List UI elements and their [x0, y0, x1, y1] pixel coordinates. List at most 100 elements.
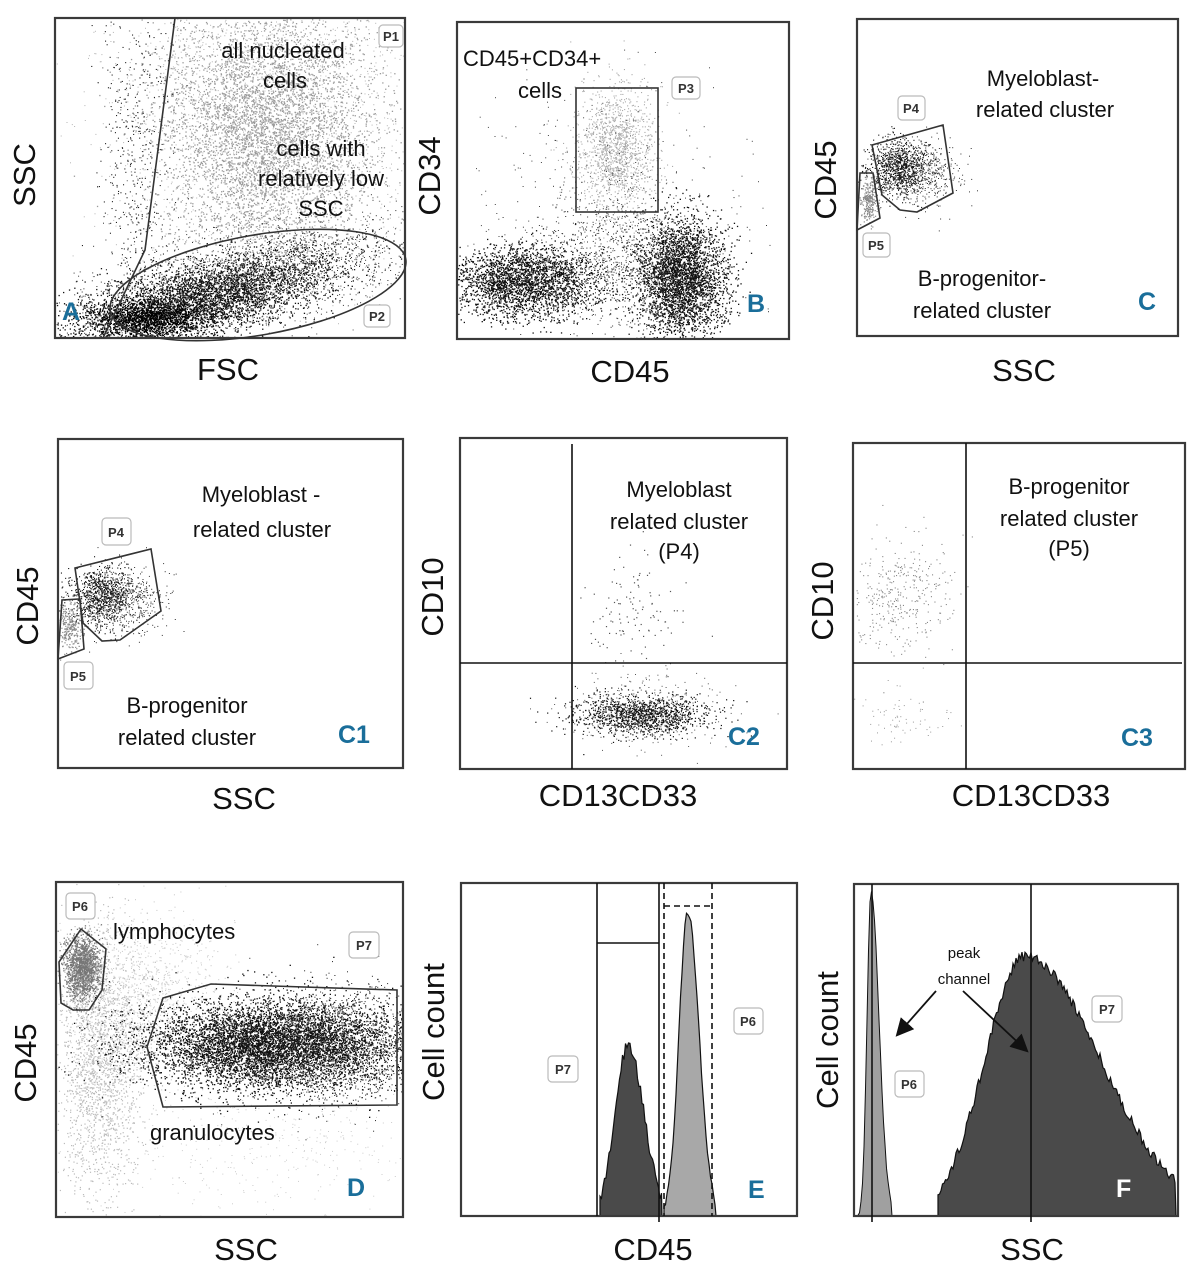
panel-label-f: F — [1116, 1175, 1131, 1203]
histogram-p7-granulocytes — [937, 951, 1177, 1217]
annotation-related-cluster: related cluster — [1000, 506, 1138, 531]
gate-tag-p7: P7 — [1091, 995, 1123, 1023]
panel-a-y-axis-label: SSC — [7, 143, 42, 207]
panel-c1-scatter-cloud — [59, 537, 185, 673]
gate-p5-polygon — [856, 172, 881, 232]
panel-c3-scatter-cloud — [854, 504, 973, 746]
panel-d-y-axis-label: CD45 — [8, 1023, 43, 1102]
panel-f: peak channel P6 P7 F SSC Cell count — [810, 882, 1180, 1267]
panel-a-scatter-cloud — [56, 19, 405, 339]
panel-c-x-axis-label: SSC — [992, 353, 1056, 388]
gate-p3-rectangle — [575, 87, 659, 213]
panel-c2-y-axis-label: CD10 — [415, 557, 450, 636]
panel-label-a: A — [62, 298, 80, 326]
gate-p4-polygon — [74, 548, 162, 642]
gate-tag-p6: P6 — [733, 1007, 764, 1035]
panel-a-x-axis-label: FSC — [197, 352, 259, 387]
panel-e-frame — [459, 881, 799, 1218]
annotation-b-progenitor: B-progenitor — [1008, 474, 1129, 499]
panel-d-scatter-cloud — [57, 883, 403, 1217]
panel-b-frame — [455, 20, 791, 341]
gate-tag-p1: P1 — [378, 24, 404, 48]
annotation-related-cluster: related cluster — [976, 97, 1114, 122]
panel-e: P7 P6 E CD45 Cell count — [416, 881, 799, 1267]
panel-label-c: C — [1138, 288, 1156, 316]
histogram-p6-lymphocytes — [857, 891, 893, 1217]
panel-c: Myeloblast- related cluster B-progenitor… — [808, 17, 1180, 388]
panel-label-c3: C3 — [1121, 724, 1153, 752]
gate-tag-p3: P3 — [671, 76, 701, 100]
gate-p1-boundary — [102, 17, 176, 339]
panel-c-y-axis-label: CD45 — [808, 140, 843, 219]
panel-b: CD45+CD34+ cells P3 B CD45 CD34 — [412, 20, 791, 389]
annotation-myeloblast: Myeloblast - — [202, 482, 321, 507]
panel-a-frame — [53, 16, 407, 340]
panel-a: all nucleated cells cells with relativel… — [7, 16, 407, 387]
annotation-all-nucleated: all nucleated — [221, 38, 345, 63]
annotation-p4: (P4) — [658, 539, 700, 564]
annotation-b-progenitor: B-progenitor- — [918, 266, 1046, 291]
gate-p5-polygon — [57, 598, 85, 661]
panel-c2-scatter-cloud — [529, 531, 779, 764]
panel-d: lymphocytes granulocytes P6 P7 D SSC CD4… — [8, 880, 405, 1267]
panel-b-scatter-cloud — [458, 40, 771, 340]
gate-tag-p5: P5 — [862, 232, 891, 258]
gate-p7-polygon — [146, 983, 398, 1108]
panel-c1: Myeloblast - related cluster B-progenito… — [10, 437, 405, 816]
panel-f-x-axis-label: SSC — [1000, 1232, 1064, 1267]
gate-p2-ellipse — [109, 228, 407, 342]
panel-c-frame — [855, 17, 1180, 338]
annotation-related-cluster: related cluster — [610, 509, 748, 534]
panel-d-frame — [54, 880, 405, 1219]
panel-c1-y-axis-label: CD45 — [10, 566, 45, 645]
annotation-cells-with: cells with — [276, 136, 365, 161]
panel-c-scatter-cloud — [858, 126, 978, 232]
panel-b-y-axis-label: CD34 — [412, 136, 447, 215]
panel-c3-x-axis-label: CD13CD33 — [952, 778, 1111, 813]
annotation-myeloblast: Myeloblast- — [987, 66, 1099, 91]
panel-c2-frame — [458, 436, 789, 771]
annotation-lymphocytes: lymphocytes — [113, 919, 235, 944]
arrow-to-p7-peak — [962, 990, 1029, 1053]
annotation-channel: channel — [938, 971, 991, 988]
gate-tag-p5: P5 — [63, 661, 94, 690]
annotation-b-progenitor: B-progenitor — [126, 693, 247, 718]
panel-d-x-axis-label: SSC — [214, 1232, 278, 1267]
annotation-p5: (P5) — [1048, 536, 1090, 561]
annotation-cells: cells — [263, 68, 307, 93]
panel-c3: B-progenitor related cluster (P5) C3 CD1… — [805, 441, 1187, 813]
annotation-peak: peak — [948, 945, 981, 962]
gate-p4-polygon — [871, 123, 954, 213]
panel-c1-frame — [56, 437, 405, 770]
annotation-related-cluster-2: related cluster — [913, 298, 1051, 323]
annotation-cells: cells — [518, 78, 562, 103]
panel-b-x-axis-label: CD45 — [590, 354, 669, 389]
histogram-p7-granulocytes — [599, 1042, 663, 1217]
arrow-to-p6-peak — [895, 990, 937, 1037]
panel-label-b: B — [747, 290, 765, 318]
panel-e-x-axis-label: CD45 — [613, 1232, 692, 1267]
gate-p6-polygon — [58, 927, 107, 1011]
panel-label-e: E — [748, 1176, 765, 1204]
annotation-cd45-cd34: CD45+CD34+ — [463, 46, 601, 71]
gate-tag-p7: P7 — [348, 931, 380, 959]
annotation-related-cluster: related cluster — [193, 517, 331, 542]
panel-c3-y-axis-label: CD10 — [805, 561, 840, 640]
annotation-myeloblast: Myeloblast — [626, 477, 731, 502]
panel-label-c2: C2 — [728, 723, 760, 751]
gate-tag-p4: P4 — [101, 517, 132, 546]
panel-label-d: D — [347, 1174, 365, 1202]
annotation-relatively-low: relatively low — [258, 166, 384, 191]
panel-f-y-axis-label: Cell count — [810, 971, 845, 1109]
gate-tag-p4: P4 — [897, 95, 926, 121]
gate-tag-p6: P6 — [65, 892, 96, 920]
panel-e-y-axis-label: Cell count — [416, 963, 451, 1101]
annotation-related-cluster-2: related cluster — [118, 725, 256, 750]
panel-c2: Myeloblast related cluster (P4) C2 CD13C… — [415, 436, 789, 813]
panel-c2-x-axis-label: CD13CD33 — [539, 778, 698, 813]
gate-tag-p6: P6 — [894, 1070, 925, 1098]
panel-label-c1: C1 — [338, 721, 370, 749]
annotation-ssc: SSC — [298, 196, 343, 221]
gate-tag-p7: P7 — [547, 1055, 579, 1083]
